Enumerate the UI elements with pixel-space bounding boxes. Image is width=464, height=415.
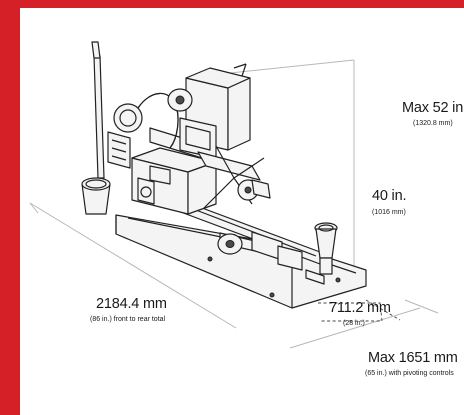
dimension-lines — [29, 59, 439, 349]
height-value: 40 in. — [372, 188, 407, 204]
machine-head — [167, 63, 261, 181]
machine-illustration — [29, 41, 439, 349]
height-metric: (1016 mm) — [372, 209, 406, 216]
max-width-value: Max 1651 mm — [368, 350, 458, 366]
machine-rotor — [203, 145, 271, 209]
max-width-imperial: (65 in.) with pivoting controls — [365, 370, 454, 377]
machine-pole — [91, 41, 105, 179]
max-height-value: Max 52 in. — [402, 100, 464, 116]
length-value: 2184.4 mm — [96, 296, 167, 312]
diagram-panel: Max 52 in. (1320.8 mm) 40 in. (1016 mm) … — [20, 8, 464, 415]
width-dimension-dashed — [318, 302, 383, 322]
max-height-metric: (1320.8 mm) — [413, 120, 453, 127]
machine-funnel-post — [305, 222, 338, 285]
length-imperial: (86 in.) front to rear total — [90, 316, 166, 323]
max-width-dimension-line — [289, 307, 421, 349]
length-dimension-line — [29, 202, 237, 329]
machine-bucket — [81, 177, 111, 215]
width-imperial: (28 in.) — [343, 320, 365, 327]
width-value: 711.2 mm — [329, 300, 391, 316]
